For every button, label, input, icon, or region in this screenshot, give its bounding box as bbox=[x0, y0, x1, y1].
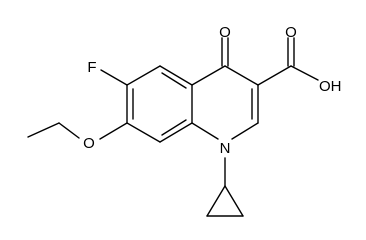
atom-label-n: N bbox=[220, 140, 231, 157]
n-cyclopropyl-group: N bbox=[206, 140, 244, 217]
bond bbox=[290, 65, 319, 81]
pyridinone-ring bbox=[191, 65, 259, 140]
bond bbox=[100, 69, 128, 86]
ketone-group: O bbox=[219, 24, 231, 67]
bond bbox=[191, 65, 226, 86]
ethoxy-group: O bbox=[27, 122, 128, 152]
bond bbox=[159, 65, 193, 86]
carboxylic-acid-group: O OH bbox=[257, 24, 342, 95]
bond bbox=[99, 122, 128, 140]
atom-label-o: O bbox=[219, 24, 231, 41]
double-bond bbox=[161, 72, 187, 89]
atom-label-o: O bbox=[285, 24, 297, 41]
atom-label-f: F bbox=[87, 59, 96, 76]
atom-label-oh: OH bbox=[319, 78, 342, 95]
bond bbox=[224, 65, 259, 86]
bond bbox=[191, 122, 219, 140]
bond bbox=[27, 122, 60, 138]
fluoro-group: F bbox=[87, 59, 128, 86]
benzene-ring bbox=[126, 65, 193, 143]
bond bbox=[224, 185, 244, 217]
bond bbox=[126, 122, 161, 143]
bond bbox=[257, 65, 292, 86]
bond bbox=[126, 65, 161, 86]
double-bond bbox=[161, 119, 187, 136]
atom-label-o: O bbox=[83, 135, 95, 152]
bond bbox=[206, 185, 226, 217]
bond bbox=[159, 122, 193, 143]
bond bbox=[231, 122, 259, 140]
bond bbox=[58, 122, 80, 139]
